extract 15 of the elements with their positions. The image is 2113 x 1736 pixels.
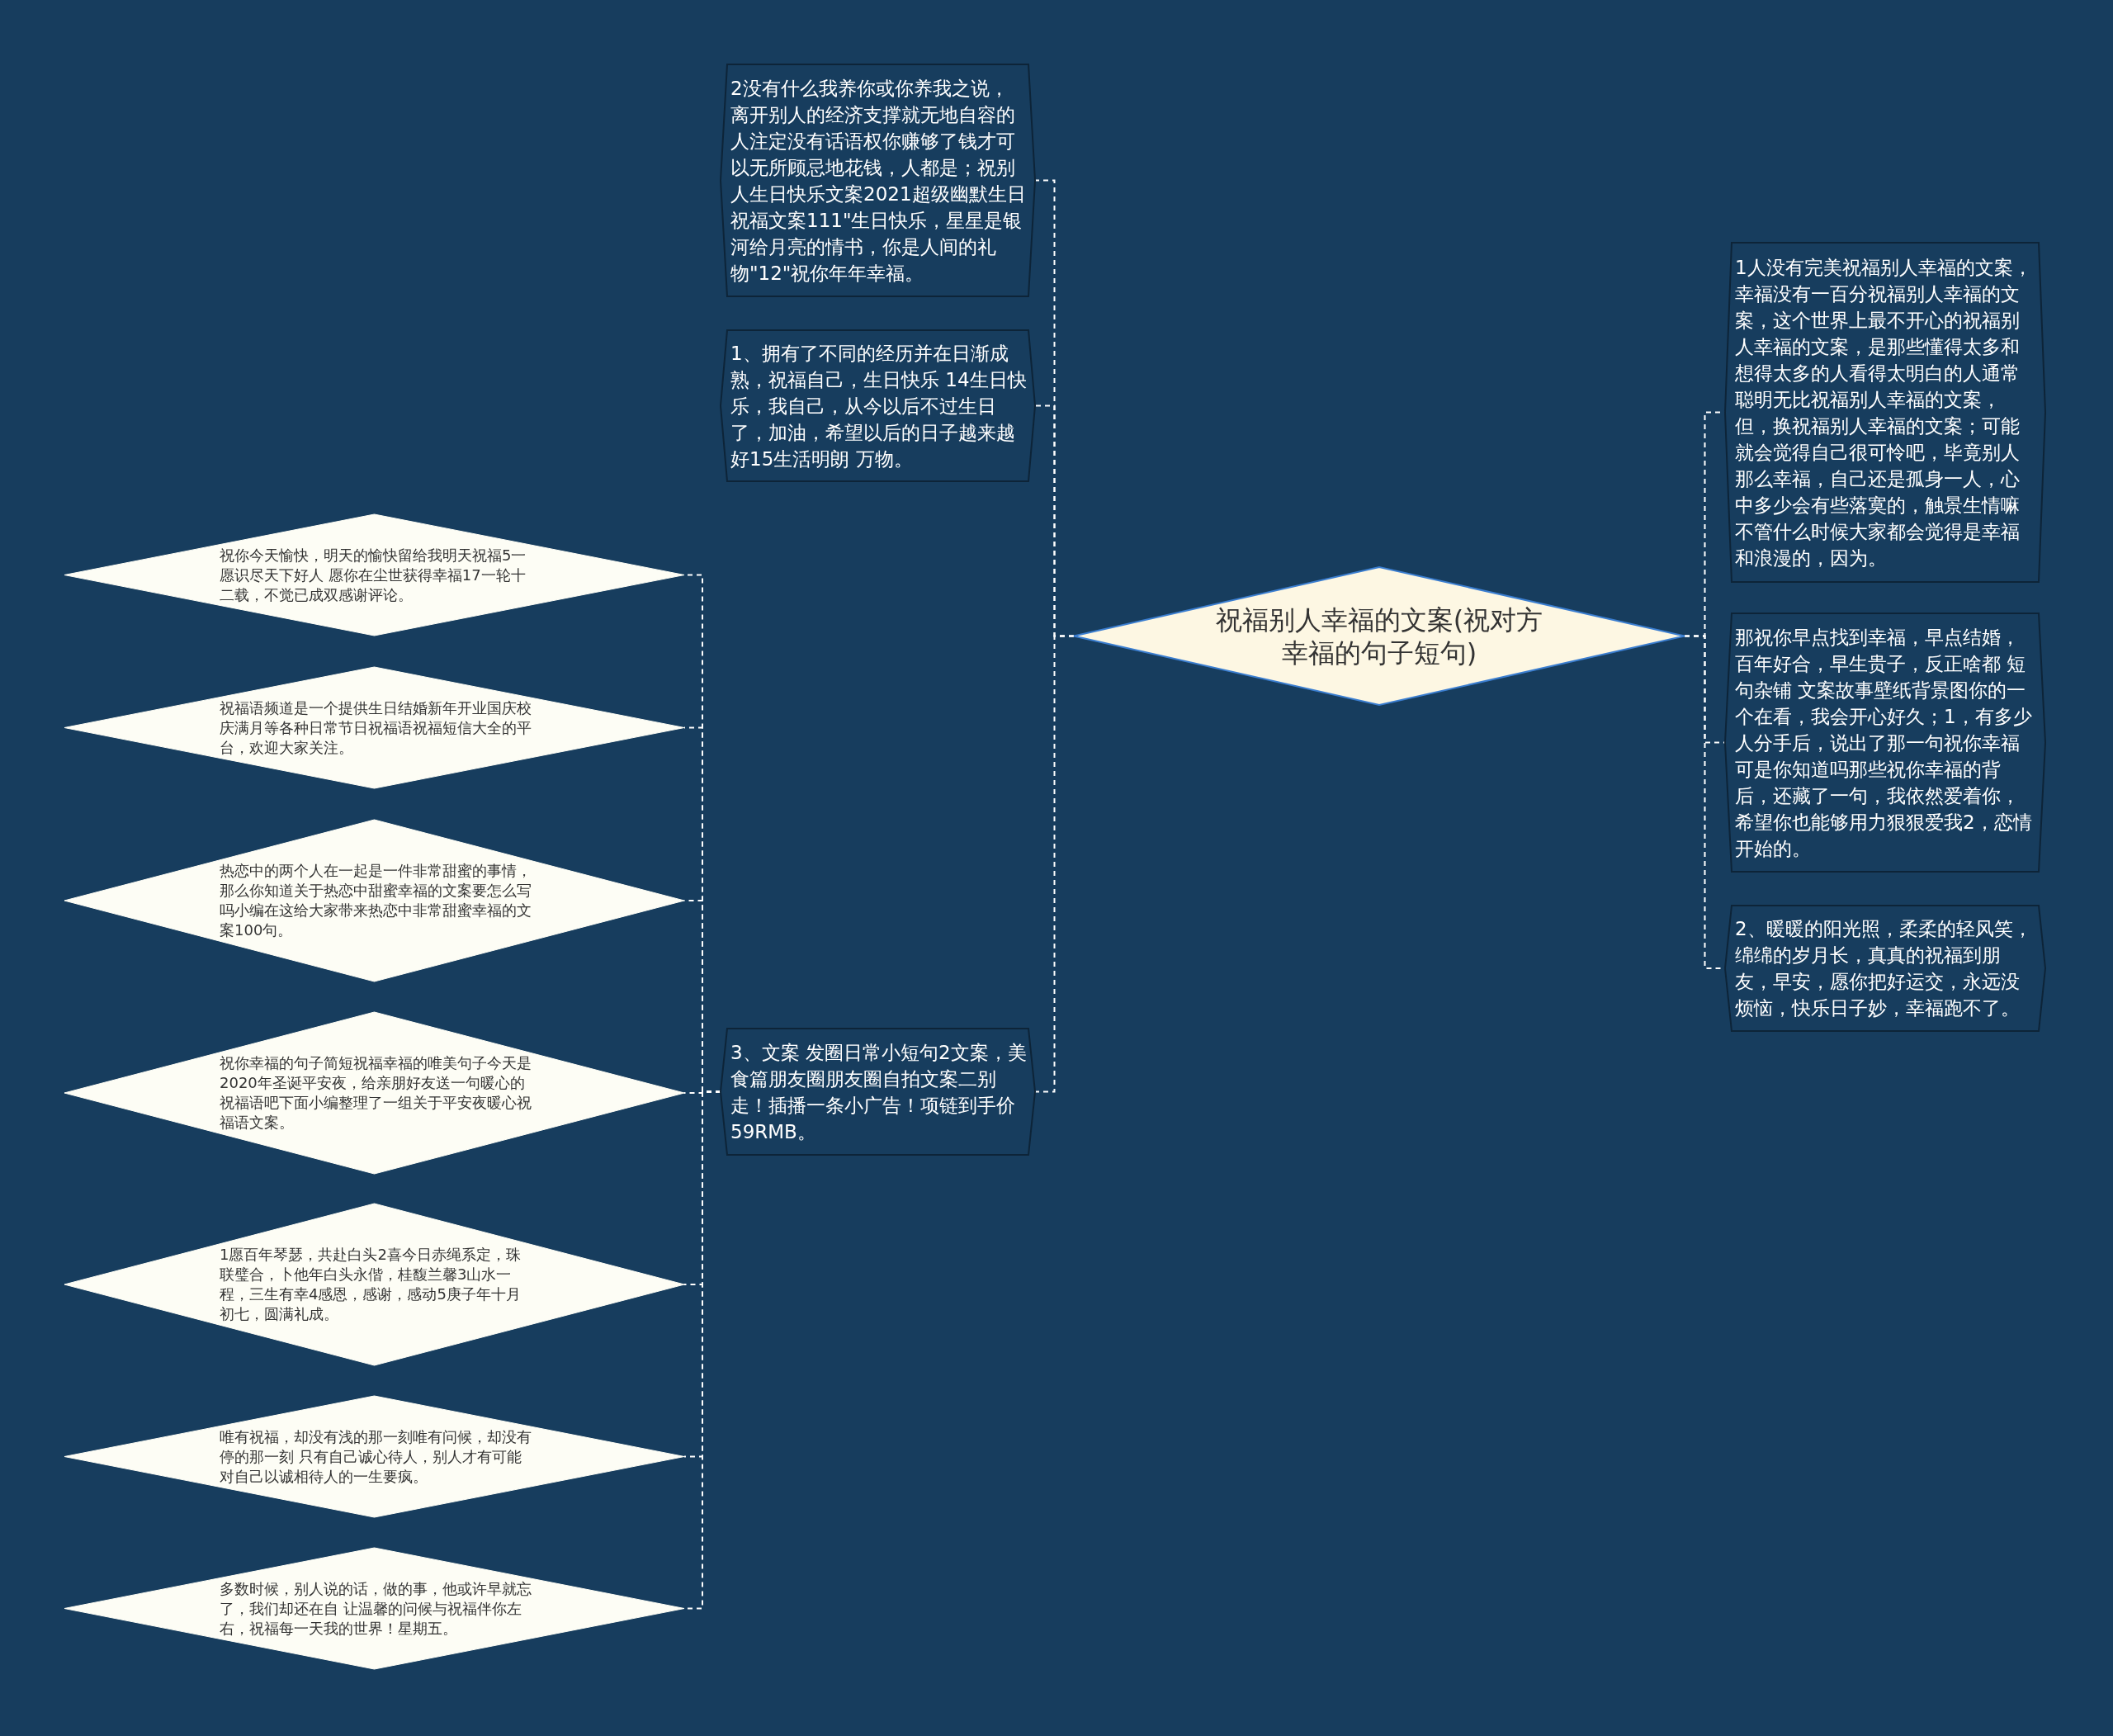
topic-box: 1、拥有了不同的经历并在日渐成熟，祝福自己，生日快乐 14生日快乐，我自己，从今以后不过生日了，加油，希望以后的日子越来越好15生活明朗 万物。 bbox=[721, 330, 1035, 481]
topic-box: 2没有什么我养你或你养我之说，离开别人的经济支撑就无地自容的人注定没有话语权你赚够了钱才可以无所顾忌地花钱，人都是；祝别人生日快乐文案2021超级幽默生日祝福文案111"生日快乐，星星是银河给月亮的情书，你是人间的礼物"12"祝你年年幸福。 bbox=[721, 64, 1035, 296]
central-topic-diamond: 祝福别人幸福的文案(祝对方幸福的句子短句) bbox=[1074, 567, 1685, 705]
connector-line bbox=[1034, 635, 1075, 1093]
topic-diamond: 祝你今天愉快，明天的愉快留给我明天祝福5一愿识尽天下好人 愿你在尘世获得幸福17一轮十二载，不觉已成双感谢评论。 bbox=[64, 514, 684, 636]
topic-diamond: 热恋中的两个人在一起是一件非常甜蜜的事情，那么你知道关于热恋中甜蜜幸福的文案要怎么写吗小编在这给大家带来热恋中非常甜蜜幸福的文案100句。 bbox=[64, 820, 684, 982]
topic-box: 那祝你早点找到幸福，早点结婚，百年好合，早生贵子，反正啥都 短句杂铺 文案故事壁纸背景图你的一个在看，我会开心好久；1，有多少人分手后，说出了那一句祝你幸福可是你知道吗那些祝你幸福的背后，还藏了一句，我依然爱着你，希望你也能够用力狠狠爱我2，恋情开始的。 bbox=[1725, 613, 2045, 872]
topic-diamond: 祝福语频道是一个提供生日结婚新年开业国庆校庆满月等各种日常节日祝福语祝福短信大全的平台，欢迎大家关注。 bbox=[64, 667, 684, 788]
topic-diamond: 多数时候，别人说的话，做的事，他或许早就忘了，我们却还在自 让温馨的问候与祝福伴你左右，祝福每一天我的世界！星期五。 bbox=[64, 1548, 684, 1669]
topic-box: 3、文案 发圈日常小短句2文案，美食篇朋友圈朋友圈自拍文案二别走！插播一条小广告！项链到手价59RMB。 bbox=[721, 1029, 1035, 1155]
topic-diamond: 唯有祝福，却没有浅的那一刻唯有问候，却没有停的那一刻 只有自己诚心待人，别人才有可能对自己以诚相待人的一生要疯。 bbox=[64, 1396, 684, 1517]
topic-diamond: 1愿百年琴瑟，共赴白头2喜今日赤绳系定，珠联璧合，卜他年白头永偕，桂馥兰馨3山水一程，三生有幸4感恩，感谢，感动5庚子年十月初七，圆满礼成。 bbox=[64, 1204, 684, 1365]
topic-box: 1人没有完美祝福别人幸福的文案，幸福没有一百分祝福别人幸福的文案，这个世界上最不开心的祝福别人幸福的文案，是那些懂得太多和想得太多的人看得太明白的人通常聪明无比祝福别人幸福的文案，但，换祝福别人幸福的文案；可能就会觉得自己很可怜吧，毕竟别人那么幸福，自己还是孤身一人，心中多少会有些落寞的，触景生情嘛不管什么时候大家都会觉得是幸福和浪漫的，因为。 bbox=[1725, 243, 2045, 582]
topic-box: 2、暖暖的阳光照，柔柔的轻风笑，绵绵的岁月长，真真的祝福到朋友，早安，愿你把好运交，永远没烦恼，快乐日子妙，幸福跑不了。 bbox=[1725, 906, 2045, 1031]
topic-diamond: 祝你幸福的句子简短祝福幸福的唯美句子今天是2020年圣诞平安夜，给亲朋好友送一句暖心的祝福语吧下面小编整理了一组关于平安夜暖心祝福语文案。 bbox=[64, 1012, 684, 1174]
